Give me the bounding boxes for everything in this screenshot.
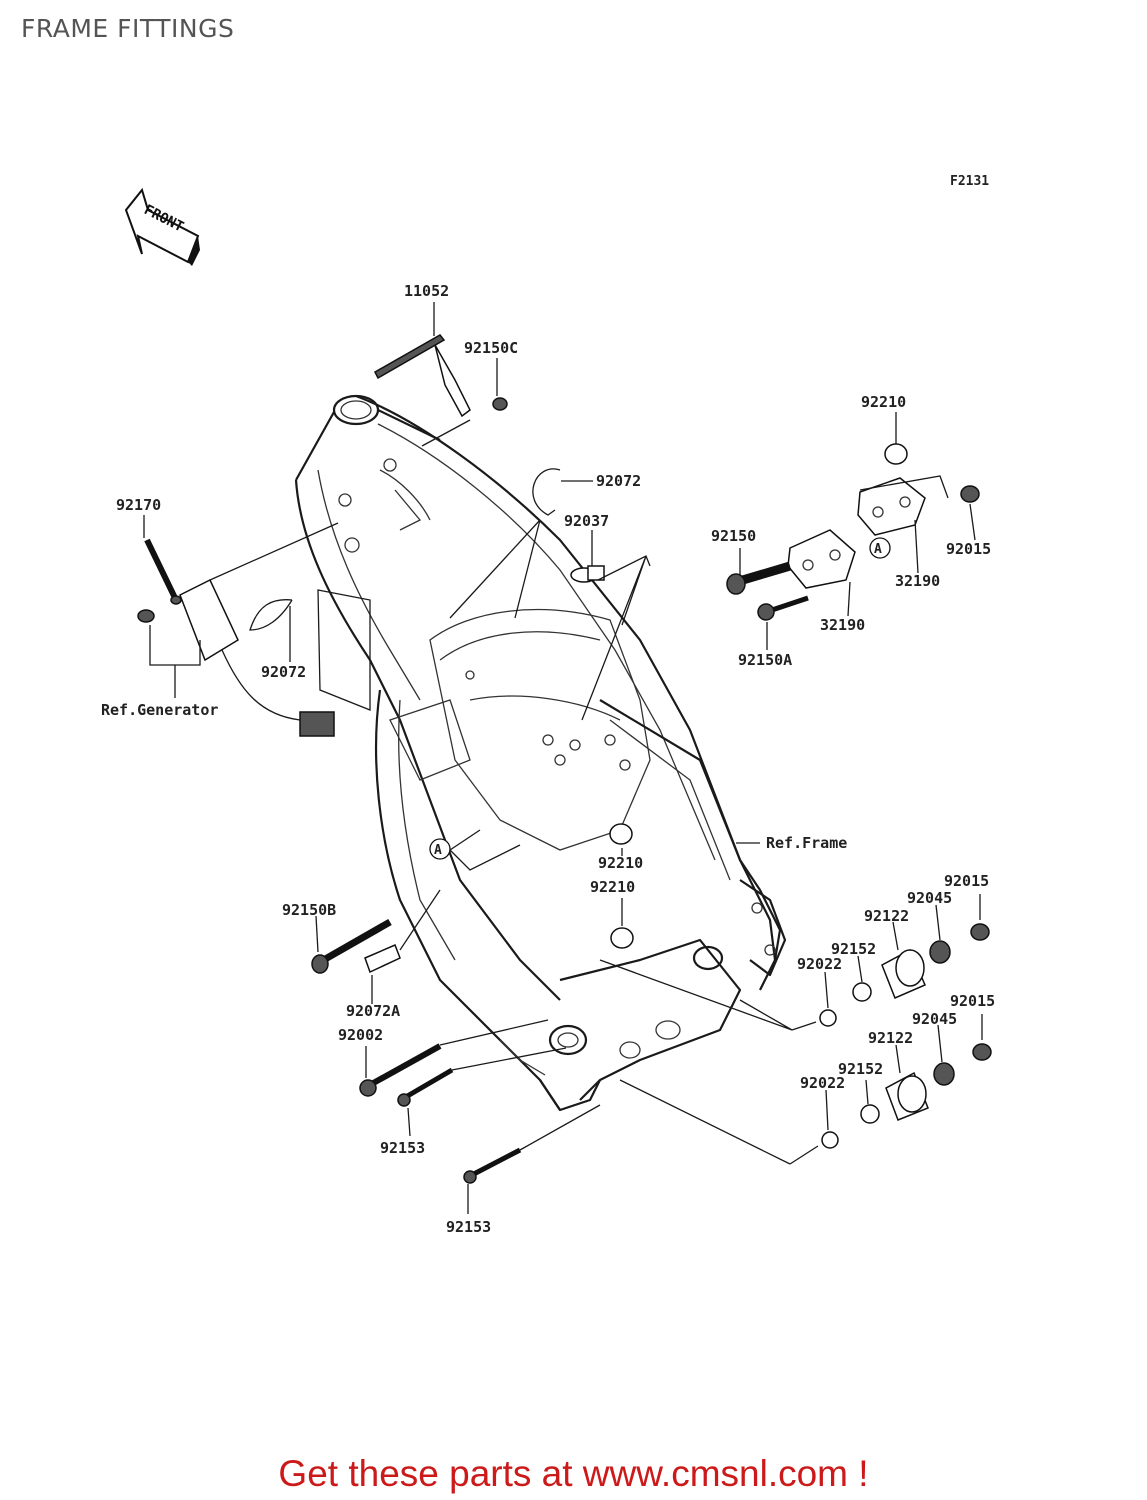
label-92015-r1: 92015	[944, 872, 989, 890]
footer-cmsnl-link[interactable]: Get these parts at www.cmsnl.com !	[278, 1453, 869, 1494]
label-92152-r2: 92152	[838, 1060, 883, 1078]
label-92210-mid: 92210	[598, 854, 643, 872]
label-92072a: 92072A	[346, 1002, 400, 1020]
label-92072-mid: 92072	[261, 663, 306, 681]
part-92122-collar-r1	[881, 948, 926, 999]
part-92153-bolt-a	[397, 1067, 454, 1107]
callout-a-low-label: A	[434, 843, 442, 858]
part-92150a-bolt	[757, 595, 809, 621]
ref-generator-coil	[137, 578, 335, 737]
part-92153-bolt-b	[463, 1147, 522, 1184]
label-ref-generator: Ref.Generator	[101, 701, 218, 719]
part-11052-guide	[374, 334, 471, 418]
part-92015-nut-r2	[972, 1043, 992, 1061]
label-92150b: 92150B	[282, 901, 336, 919]
label-32190-a: 32190	[895, 572, 940, 590]
part-92072a-clip	[364, 944, 401, 974]
part-92210-nut-mid	[609, 823, 633, 845]
part-92022-washer-r2	[821, 1131, 839, 1149]
label-92045-r1: 92045	[907, 889, 952, 907]
label-92022-r1: 92022	[797, 955, 842, 973]
part-92037-clamp	[570, 565, 605, 583]
part-92122-collar-r2	[885, 1071, 929, 1121]
part-92210-nut-low	[610, 927, 634, 949]
label-32190-b: 32190	[820, 616, 865, 634]
part-92152-spacer-r2	[860, 1104, 880, 1124]
label-92002: 92002	[338, 1026, 383, 1044]
label-92122-r2: 92122	[868, 1029, 913, 1047]
label-92072-top: 92072	[596, 472, 641, 490]
motorcycle-frame	[294, 394, 787, 1112]
callout-a-low	[429, 838, 451, 860]
label-92150: 92150	[711, 527, 756, 545]
figure-code: F2131	[950, 174, 989, 189]
part-92015-nut-r1	[970, 923, 990, 941]
label-92122-r1: 92122	[864, 907, 909, 925]
part-92015-nut-top	[960, 485, 980, 503]
part-92170-bolt	[144, 538, 182, 605]
part-92022-washer-r1	[819, 1009, 837, 1027]
label-92150a: 92150A	[738, 651, 792, 669]
label-92170: 92170	[116, 496, 161, 514]
leader-lines	[143, 302, 983, 1214]
label-92210-low: 92210	[590, 878, 635, 896]
callout-a-top	[869, 537, 891, 559]
part-92072-band-top	[532, 468, 561, 516]
part-92045-bearing-r1	[929, 940, 951, 964]
label-92210-top: 92210	[861, 393, 906, 411]
part-92072-band-mid	[249, 599, 293, 631]
label-92015-r2: 92015	[950, 992, 995, 1010]
label-ref-frame: Ref.Frame	[766, 834, 847, 852]
label-92045-r2: 92045	[912, 1010, 957, 1028]
part-32190-bracket-b	[787, 529, 856, 589]
part-92150b-bolt	[311, 918, 392, 974]
part-92002-bolt	[359, 1043, 442, 1097]
label-92153-a: 92153	[380, 1139, 425, 1157]
label-92022-r2: 92022	[800, 1074, 845, 1092]
label-92153-b: 92153	[446, 1218, 491, 1236]
part-92150c-bolt	[492, 397, 508, 411]
front-arrow-icon: FRONT	[124, 187, 200, 266]
part-92045-bearing-r2	[933, 1062, 955, 1086]
callout-a-top-label: A	[874, 542, 882, 557]
label-11052: 11052	[404, 282, 449, 300]
label-92037: 92037	[564, 512, 609, 530]
label-92150c: 92150C	[464, 339, 518, 357]
part-92150-bolt	[726, 561, 792, 595]
page-title: FRAME FITTINGS	[21, 14, 235, 43]
part-92210-nut-top	[884, 443, 908, 465]
label-92015-top: 92015	[946, 540, 991, 558]
label-92152-r1: 92152	[831, 940, 876, 958]
part-92152-spacer-r1	[852, 982, 872, 1002]
